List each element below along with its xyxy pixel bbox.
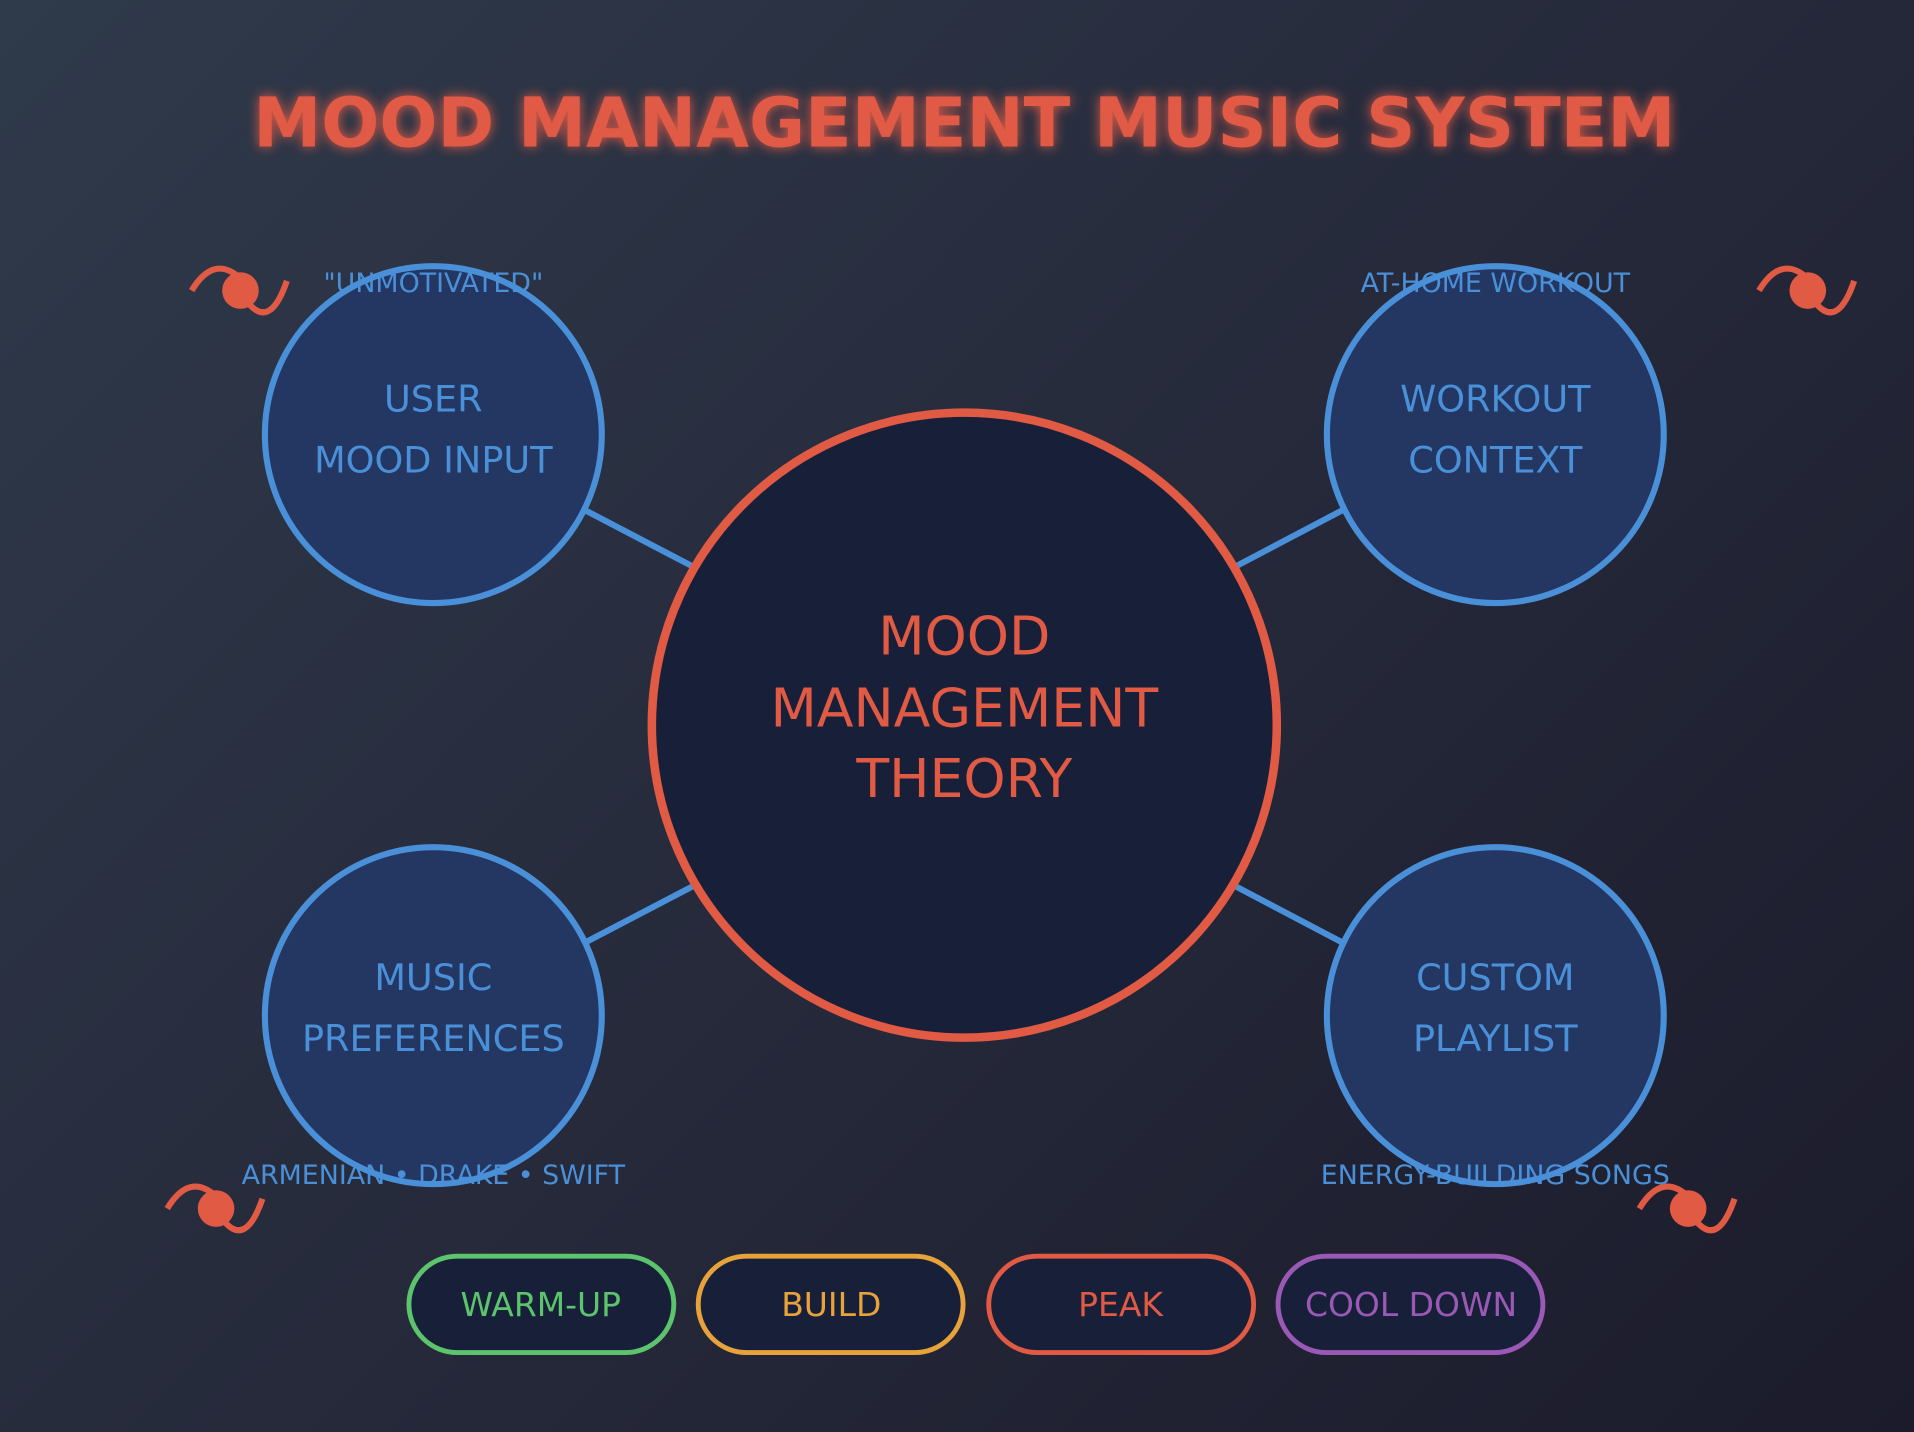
node-label: CONTEXT: [1408, 438, 1583, 481]
phase-peak-label: PEAK: [1078, 1285, 1164, 1324]
center-node: MOOD MANAGEMENT THEORY: [647, 408, 1282, 1042]
caption-playlist: ENERGY-BUILDING SONGS: [1321, 1160, 1670, 1191]
node-label: CUSTOM: [1416, 956, 1574, 999]
music-note-icon: [192, 269, 287, 313]
music-note-icon: [167, 1187, 262, 1231]
node-label: USER: [384, 377, 483, 420]
phase-warmup-label: WARM-UP: [461, 1285, 621, 1324]
phase-cooldown-label: COOL DOWN: [1305, 1285, 1517, 1324]
node-playlist: [1323, 844, 1667, 1188]
node-label: PREFERENCES: [302, 1017, 565, 1060]
music-note-icon: [1639, 1187, 1734, 1231]
phase-cooldown-pill: [1275, 1253, 1546, 1356]
page-title: MOOD MANAGEMENT MUSIC SYSTEM: [253, 85, 1675, 164]
node-label: WORKOUT: [1400, 377, 1591, 420]
music-note-icon: [1759, 269, 1854, 313]
node-music-prefs: [261, 844, 605, 1188]
caption-user-mood: "UNMOTIVATED": [323, 268, 543, 299]
phase-peak-pill: [986, 1253, 1257, 1356]
caption-workout: AT-HOME WORKOUT: [1361, 268, 1631, 299]
phase-build-label: BUILD: [781, 1285, 881, 1324]
center-line: MANAGEMENT: [770, 676, 1158, 739]
node-label: MOOD INPUT: [314, 438, 553, 481]
node-workout: [1323, 263, 1667, 607]
center-line: THEORY: [855, 747, 1072, 810]
node-user-mood: [261, 263, 605, 607]
phase-build-pill: [695, 1253, 966, 1356]
caption-music-prefs: ARMENIAN • DRAKE • SWIFT: [242, 1160, 626, 1191]
node-label: PLAYLIST: [1413, 1017, 1578, 1060]
node-label: MUSIC: [374, 956, 492, 999]
center-circle: [647, 408, 1282, 1042]
phase-warmup-pill: [406, 1253, 677, 1356]
center-line: MOOD: [878, 604, 1050, 667]
